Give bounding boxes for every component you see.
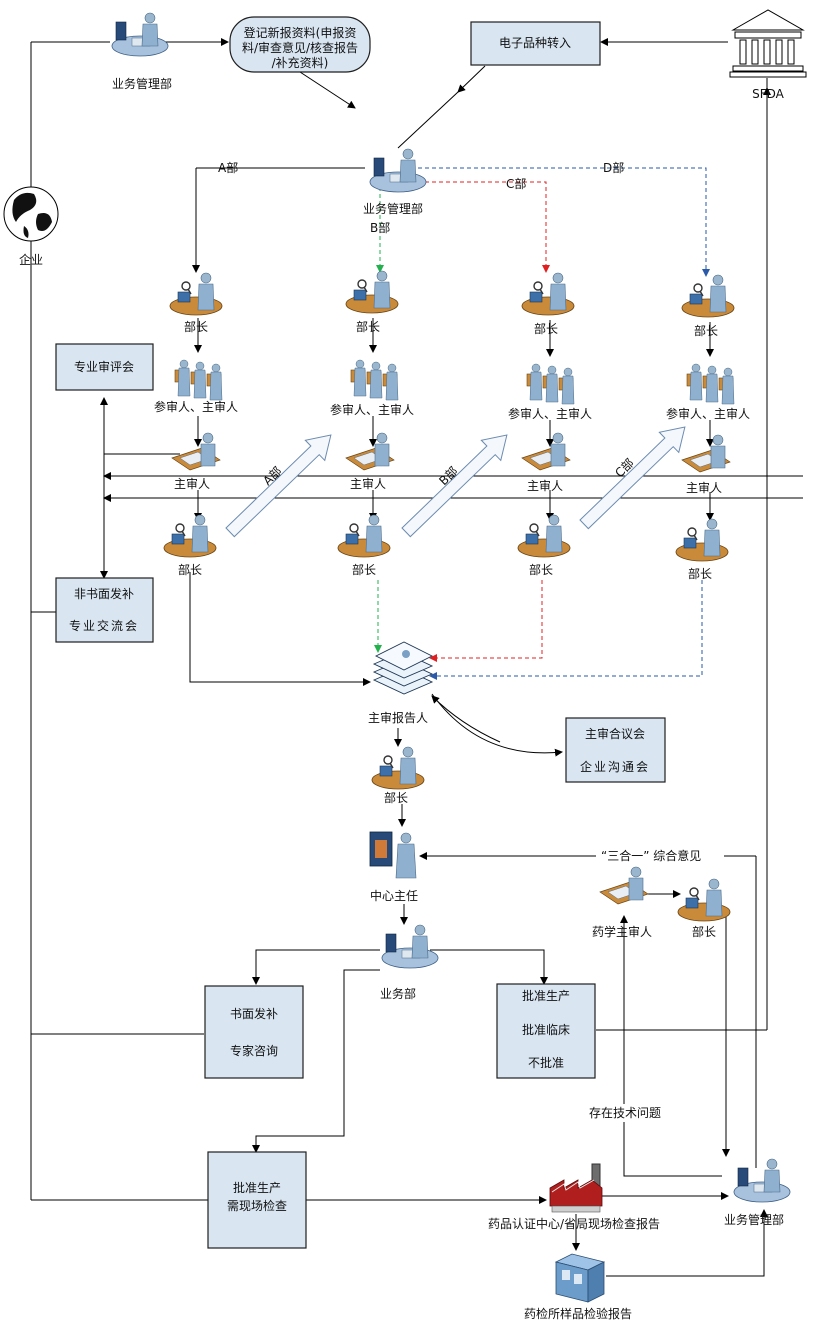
main-reviewer-icon <box>171 432 221 471</box>
sfda-label: SFDA <box>752 87 785 101</box>
flow-lines <box>30 38 803 1277</box>
electronic-transfer-box: 电子品种转入 <box>470 21 601 66</box>
meeting-line-2: 企业沟通会 <box>580 759 650 774</box>
biz-mgmt-bottom-label: 业务管理部 <box>724 1212 784 1227</box>
sfda-building-icon <box>729 9 807 78</box>
cert-report-label: 药品认证中心/省局现场检查报告 <box>488 1216 660 1231</box>
onsite-box: 批准生产 需现场检查 <box>207 1151 307 1249</box>
co-reviewer-label: 参审人、主审人 <box>154 399 238 414</box>
register-line-3: /补充资料) <box>272 55 329 70</box>
minister-icon <box>675 518 729 562</box>
minister-label: 部长 <box>688 566 712 581</box>
onsite-line-1: 批准生产 <box>233 1180 281 1195</box>
non-written-line-1: 非书面发补 <box>74 586 134 601</box>
reviewer-group-icon <box>174 359 223 401</box>
onsite-line-2: 需现场检查 <box>227 1198 287 1213</box>
expert-meeting-box: 专业审评会 <box>55 343 154 391</box>
main-reviewer-label: 主审人 <box>350 476 386 491</box>
minister-icon <box>517 514 571 558</box>
co-reviewer-label: 参审人、主审人 <box>330 402 414 417</box>
electronic-transfer-label: 电子品种转入 <box>499 35 571 50</box>
manager-icon <box>381 924 439 969</box>
reviewer-group-icon <box>526 363 575 405</box>
minister-label: 部长 <box>356 319 380 334</box>
approval-box: 批准生产 批准临床 不批准 <box>496 983 596 1079</box>
reviewer-group-icon <box>350 359 399 401</box>
minister-label: 部长 <box>534 321 558 336</box>
hollow-arrow-b <box>395 424 518 543</box>
main-reviewer-icon <box>681 434 731 473</box>
minister-label: 部长 <box>692 924 716 939</box>
lab-building-icon <box>554 1253 606 1303</box>
minister-label: 部长 <box>384 790 408 805</box>
report-stack-icon <box>372 641 434 695</box>
minister-icon <box>345 270 399 314</box>
three-in-one-label: “三合一” 综合意见 <box>601 848 701 863</box>
written-box: 书面发补 专家咨询 <box>204 985 304 1079</box>
minister-icon <box>169 272 223 316</box>
minister-icon <box>681 274 735 318</box>
register-line-1: 登记新报资料(申报资 <box>244 25 357 40</box>
minister-icon <box>677 878 731 922</box>
main-reviewer-icon <box>345 432 395 471</box>
hollow-arrow-a <box>219 424 342 543</box>
main-reviewer-label: 主审人 <box>174 476 210 491</box>
biz-mgmt-top-label: 业务管理部 <box>112 76 172 91</box>
dept-c-label: C部 <box>506 176 526 191</box>
minister-label: 部长 <box>178 562 202 577</box>
non-written-line-2: 专业交流会 <box>69 618 139 633</box>
main-report-label: 主审报告人 <box>368 710 428 725</box>
director-icon <box>369 831 417 879</box>
minister-icon <box>337 514 391 558</box>
meeting-line-1: 主审合议会 <box>585 726 645 741</box>
lab-report-label: 药检所样品检验报告 <box>524 1306 632 1321</box>
expert-meeting-label: 专业审评会 <box>74 359 134 374</box>
enterprise-label: 企业 <box>19 252 43 267</box>
minister-label: 部长 <box>529 562 553 577</box>
co-reviewer-label: 参审人、主审人 <box>666 406 750 421</box>
approve-line-2: 批准临床 <box>522 1022 570 1037</box>
minister-label: 部长 <box>694 323 718 338</box>
minister-label: 部长 <box>352 562 376 577</box>
main-reviewer-label: 主审人 <box>686 480 722 495</box>
meeting-box: 主审合议会 企业沟通会 <box>565 717 666 783</box>
pharma-reviewer-label: 药学主审人 <box>592 924 652 939</box>
reviewer-group-icon <box>686 363 735 405</box>
minister-icon <box>371 746 425 790</box>
manager-icon <box>733 1158 791 1203</box>
factory-icon <box>549 1163 603 1213</box>
minister-icon <box>163 514 217 558</box>
dept-b-label: B部 <box>370 220 390 235</box>
pharma-reviewer-icon <box>599 866 649 905</box>
biz-mgmt-center-label: 业务管理部 <box>363 201 423 216</box>
written-line-1: 书面发补 <box>230 1006 278 1021</box>
business-dept-label: 业务部 <box>380 986 416 1001</box>
center-director-label: 中心主任 <box>370 888 418 903</box>
register-materials-box: 登记新报资料(申报资 料/审查意见/核查报告 /补充资料) <box>229 16 371 73</box>
register-line-2: 料/审查意见/核查报告 <box>242 40 358 55</box>
co-reviewer-label: 参审人、主审人 <box>508 406 592 421</box>
approve-line-3: 不批准 <box>528 1055 564 1070</box>
tech-issue-label: 存在技术问题 <box>589 1106 661 1120</box>
dept-a-label: A部 <box>218 160 238 175</box>
globe-icon <box>3 186 59 242</box>
written-line-2: 专家咨询 <box>230 1043 278 1058</box>
minister-icon <box>521 272 575 316</box>
manager-icon <box>111 12 169 57</box>
main-reviewer-icon <box>521 432 571 471</box>
non-written-box: 非书面发补 专业交流会 <box>55 577 154 643</box>
main-reviewer-label: 主审人 <box>527 478 563 493</box>
approve-line-1: 批准生产 <box>522 988 570 1003</box>
minister-label: 部长 <box>184 319 208 334</box>
manager-icon <box>369 148 427 193</box>
dept-d-label: D部 <box>603 160 624 175</box>
